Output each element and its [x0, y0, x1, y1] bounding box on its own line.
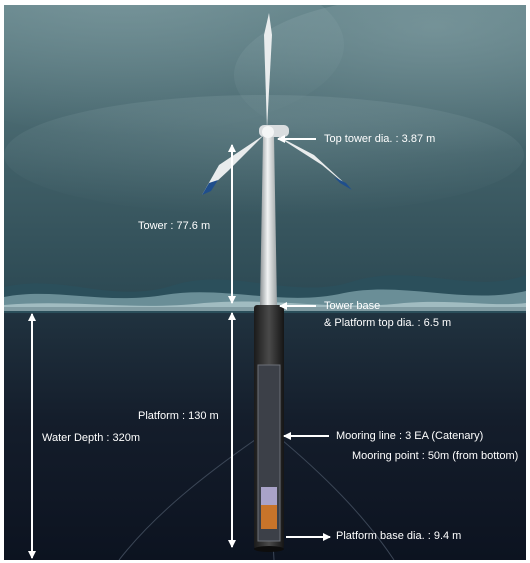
turbine-tower [260, 137, 277, 305]
floating-wind-turbine-diagram: Top tower dia. : 3.87 m Tower : 77.6 m T… [4, 5, 526, 560]
mooring-line-label: Mooring line : 3 EA (Catenary) [336, 430, 484, 442]
platform-top-diameter-label: & Platform top dia. : 6.5 m [324, 317, 452, 329]
tower-height-label: Tower : 77.6 m [138, 220, 211, 232]
diagram-graphics [4, 5, 526, 560]
water-depth-label: Water Depth : 320m [42, 432, 141, 444]
top-tower-diameter-label: Top tower dia. : 3.87 m [324, 133, 436, 145]
dimension-arrows [28, 135, 331, 559]
spar-platform [254, 305, 284, 552]
platform-base-diameter-label: Platform base dia. : 9.4 m [336, 530, 462, 542]
platform-height-label: Platform : 130 m [138, 410, 219, 422]
tower-base-label: Tower base [324, 300, 381, 312]
mooring-point-label: Mooring point : 50m (from bottom) [352, 450, 519, 462]
